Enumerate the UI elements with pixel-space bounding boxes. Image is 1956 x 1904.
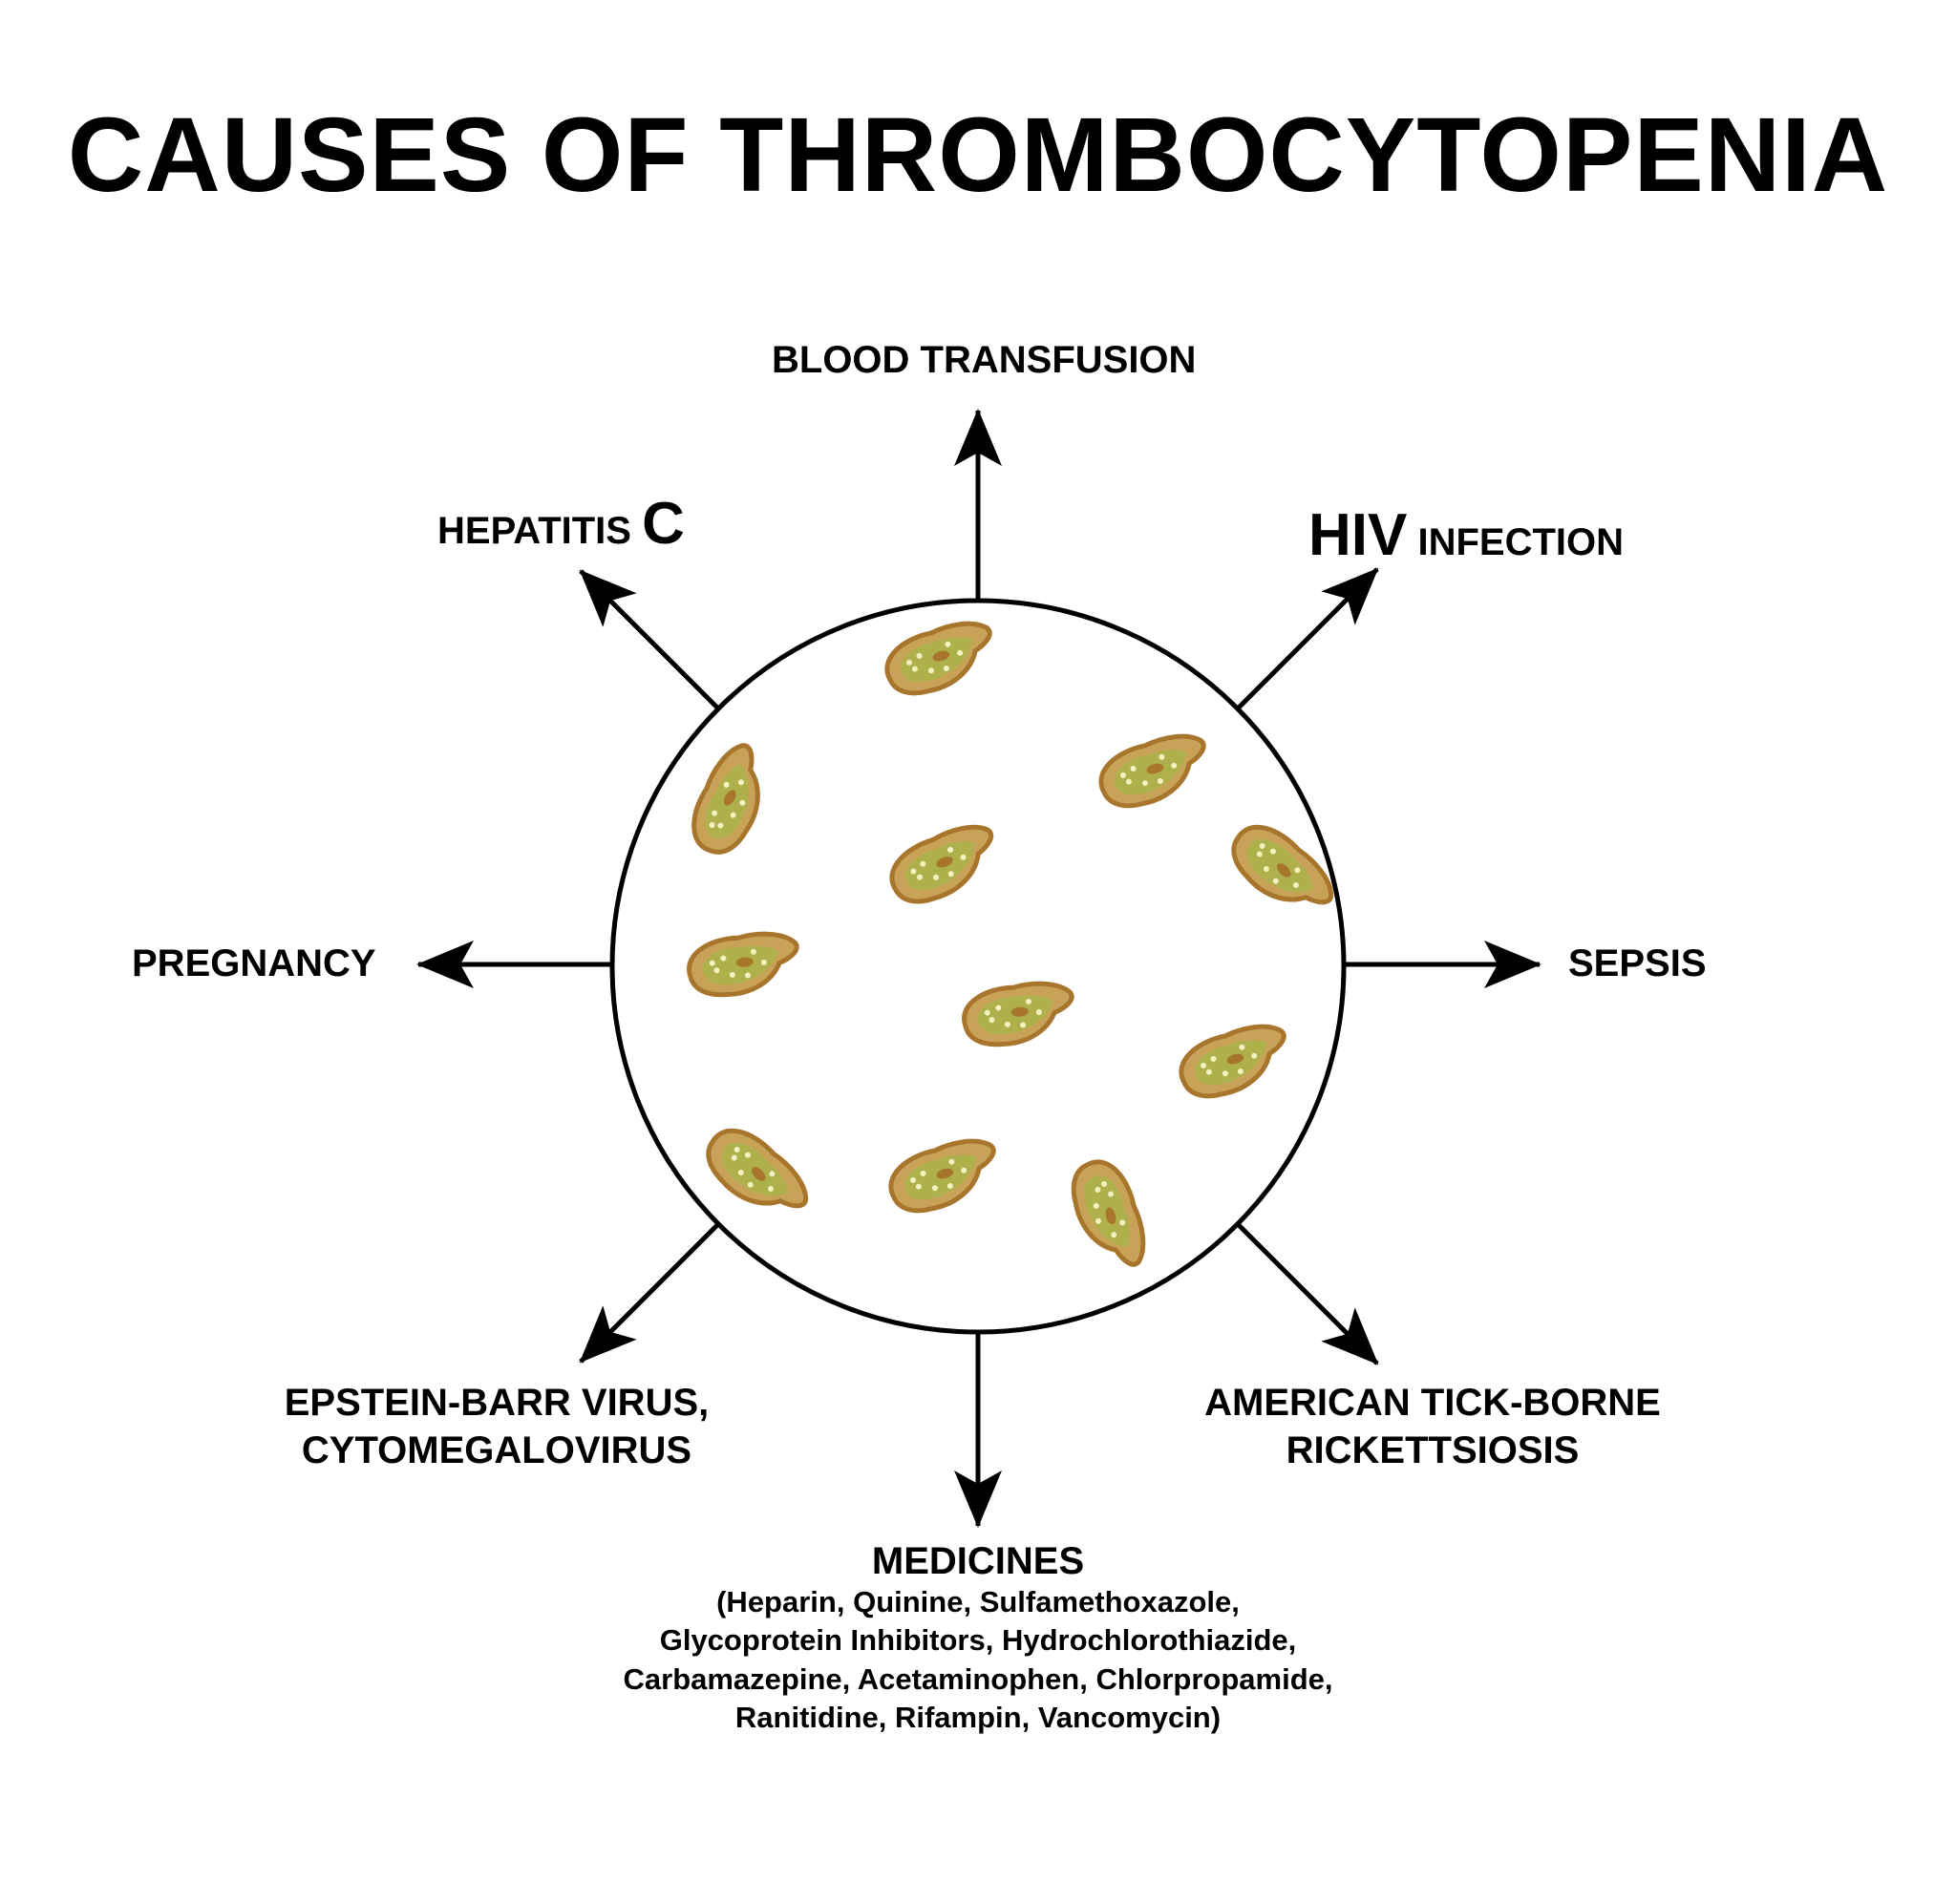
tick-line-2: RICKETTSIOSIS [1286, 1429, 1580, 1471]
medicines-line: Ranitidine, Rifampin, Vancomycin) [734, 1700, 1222, 1734]
page-title: CAUSES OF THROMBOCYTOPENIA [67, 96, 1889, 214]
platelet-cell [884, 621, 992, 696]
platelet-cell [1231, 824, 1334, 905]
platelet-cell [691, 743, 760, 855]
medicines-line: Glycoprotein Inhibitors, Hydrochlorothia… [659, 1623, 1297, 1658]
ebv-line-2: CYTOMEGALOVIRUS [301, 1429, 692, 1471]
platelets [687, 621, 1334, 1267]
ebv-line-1: EPSTEIN-BARR VIRUS, [284, 1382, 710, 1424]
platelet-cell [888, 1138, 996, 1214]
medicines-list: (Heparin, Quinine, Sulfamethoxazole, Gly… [548, 1583, 1408, 1737]
platelet-cell [1071, 1159, 1146, 1267]
label-sepsis: SEPSIS [1568, 942, 1707, 984]
medicines-line: (Heparin, Quinine, Sulfamethoxazole, [716, 1585, 1240, 1618]
label-tick-borne: AMERICAN TICK-BORNE RICKETTSIOSIS [1146, 1379, 1719, 1474]
arrows [416, 409, 1541, 1528]
arrow-hepatitis [579, 569, 720, 710]
arrow-tick-borne [1236, 1222, 1379, 1365]
label-hepatitis-c: HEPATITIS C [437, 487, 685, 561]
hiv-prefix: HIV [1308, 502, 1408, 568]
label-hiv-infection: HIV INFECTION [1308, 498, 1624, 573]
medicines-line: Carbamazepine, Acetaminophen, Chlorpropa… [623, 1661, 1333, 1696]
tick-line-1: AMERICAN TICK-BORNE [1204, 1382, 1661, 1424]
arrow-hiv [1236, 567, 1379, 710]
platelet-cell [962, 981, 1074, 1047]
arrow-ebv [579, 1222, 720, 1364]
hepatitis-prefix: HEPATITIS [437, 510, 631, 552]
label-medicines: MEDICINES [871, 1540, 1085, 1582]
platelet-cell [889, 824, 994, 904]
platelet-cell [1098, 733, 1206, 809]
platelet-cell [1179, 1024, 1286, 1099]
platelet-cell [706, 1128, 809, 1209]
hiv-suffix: INFECTION [1417, 521, 1625, 563]
label-blood-transfusion: BLOOD TRANSFUSION [772, 339, 1197, 381]
hepatitis-letter: C [642, 491, 685, 557]
label-ebv-cmv: EPSTEIN-BARR VIRUS, CYTOMEGALOVIRUS [229, 1379, 764, 1474]
platelet-cell [687, 931, 799, 998]
label-pregnancy: PREGNANCY [132, 942, 376, 984]
